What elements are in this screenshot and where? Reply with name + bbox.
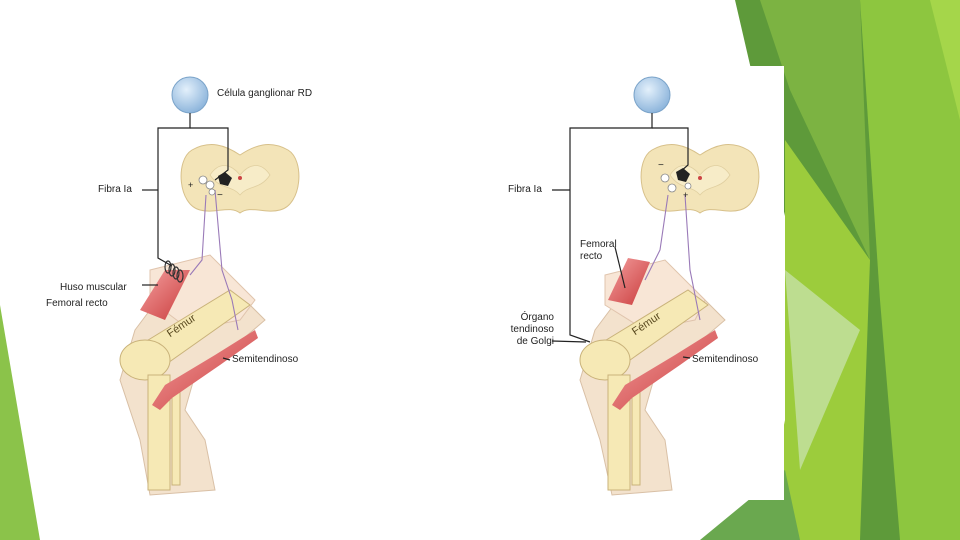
label-semitendinosus-left: Semitendinoso xyxy=(232,354,299,365)
svg-text:+: + xyxy=(683,190,688,200)
ganglion-cell-right xyxy=(633,76,671,114)
label-golgi-tendon-organ: Órgano tendinoso de Golgi xyxy=(510,312,554,347)
interneurons-left: + − xyxy=(188,172,232,201)
spinal-cord-right xyxy=(640,144,760,214)
ganglion-cell-left xyxy=(171,76,209,114)
label-fiber-ia-right: Fibra Ia xyxy=(508,184,542,195)
label-semitendinosus-right: Semitendinoso xyxy=(692,354,759,365)
right-figure: − + xyxy=(551,76,760,496)
svg-text:−: − xyxy=(217,190,223,201)
rectus-femoris-right xyxy=(608,258,650,305)
semitendinosus-left xyxy=(152,330,258,410)
svg-text:+: + xyxy=(188,180,193,190)
motor-fibers-left xyxy=(189,189,239,331)
spinal-cord-left xyxy=(180,144,300,214)
svg-text:−: − xyxy=(658,160,664,171)
left-figure: + − xyxy=(119,76,300,496)
label-ganglion-cell: Célula ganglionar RD xyxy=(217,88,313,99)
interneurons-right: − + xyxy=(658,160,692,200)
label-muscle-spindle: Huso muscular xyxy=(60,282,127,293)
nerve-fibers-right xyxy=(551,113,691,359)
rectus-femoris-left xyxy=(140,270,190,320)
muscle-spindle xyxy=(164,260,184,283)
semitendinosus-right xyxy=(612,330,718,410)
label-fiber-ia-left: Fibra Ia xyxy=(98,184,132,195)
label-rectus-femoris-right: Femoral recto xyxy=(580,239,617,262)
motor-fibers-right xyxy=(644,194,701,321)
label-rectus-femoris-left: Femoral recto xyxy=(46,298,108,309)
